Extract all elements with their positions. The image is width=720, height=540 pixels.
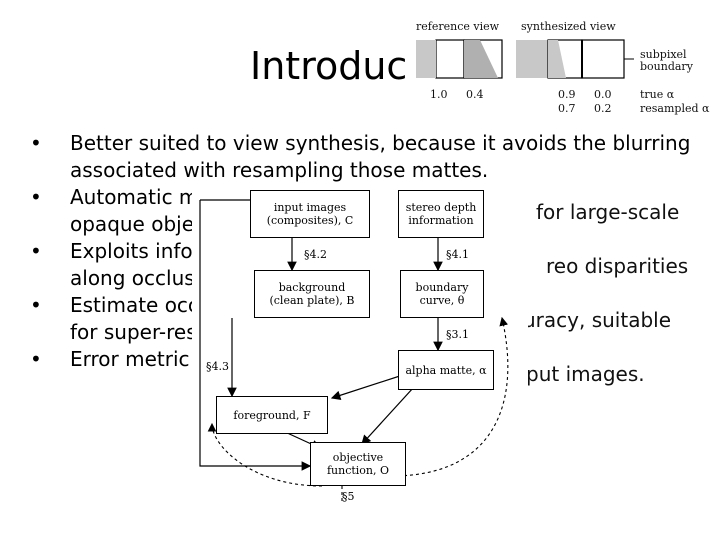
input-images-box: input images(composites), C — [250, 190, 370, 238]
legend-resampled-alpha: resampled α — [640, 102, 710, 115]
bullet-item: • Automatic m opaque obje — [30, 184, 700, 238]
bullet-text: Estimate occ — [70, 293, 199, 317]
section-label-3-1: §3.1 — [446, 328, 469, 341]
background-box: background(clean plate), B — [254, 270, 370, 318]
syn-value: 0.7 — [558, 102, 576, 115]
ref-value: 1.0 — [430, 88, 448, 101]
bullet-item: • Better suited to view synthesis, becau… — [30, 130, 700, 184]
bullet-tail: put images. — [526, 362, 645, 386]
bullet-dot: • — [30, 347, 42, 371]
ref-cell-1 — [435, 39, 465, 79]
bullet-dot: • — [30, 185, 42, 209]
pipeline-diagram: input images(composites), C stereo depth… — [192, 186, 528, 510]
bullet-text: Better suited to view synthesis, because… — [70, 131, 691, 155]
bullet-text: associated with resampling those mattes. — [70, 158, 489, 182]
bullet-tail: reo disparities — [546, 254, 689, 278]
ref-gray-left — [416, 40, 436, 78]
view-diagram — [416, 39, 634, 79]
syn-cell-2 — [581, 39, 625, 79]
syn-value: 0.9 — [558, 88, 576, 101]
legend-boundary: boundary — [640, 60, 693, 73]
ref-boundary-wedge — [464, 40, 498, 78]
section-label-4-1: §4.1 — [446, 248, 469, 261]
foreground-box: foreground, F — [216, 396, 328, 434]
legend-true-alpha: true α — [640, 88, 675, 101]
bullet-text: along occlus — [70, 266, 195, 290]
subpixel-boundary-figure: reference view synthesized view 1.0 0.4 … — [406, 14, 718, 124]
section-label-4-3: §4.3 — [206, 360, 229, 373]
alpha-matte-box: alpha matte, α — [398, 350, 494, 390]
bullet-item: • Error metric — [30, 346, 700, 373]
bullet-text: Exploits info — [70, 239, 193, 263]
bullet-text: opaque obje — [70, 212, 195, 236]
bullet-dot: • — [30, 239, 42, 263]
syn-value: 0.0 — [594, 88, 612, 101]
syn-boundary-wedge — [548, 40, 566, 78]
synthesized-view-label: synthesized view — [521, 20, 616, 33]
bullet-text: Automatic m — [70, 185, 199, 209]
bullet-tail: uracy, suitable — [523, 308, 672, 332]
bullet-text: Error metric — [70, 347, 190, 371]
reference-view-label: reference view — [416, 20, 500, 33]
legend-subpixel: subpixel — [640, 48, 687, 61]
ref-value: 0.4 — [466, 88, 484, 101]
syn-value: 0.2 — [594, 102, 612, 115]
bullet-dot: • — [30, 131, 42, 155]
bullet-text: for super-res — [70, 320, 197, 344]
bullet-list: • Better suited to view synthesis, becau… — [30, 130, 700, 373]
bullet-item: • Exploits info along occlus — [30, 238, 700, 292]
section-label-4-2: §4.2 — [304, 248, 327, 261]
slide-title: Introduct — [250, 44, 423, 88]
bullet-tail: for large-scale — [536, 200, 680, 224]
section-label-5: §5 — [342, 490, 355, 503]
bullet-dot: • — [30, 293, 42, 317]
bullet-item: • Estimate occ for super-res — [30, 292, 700, 346]
